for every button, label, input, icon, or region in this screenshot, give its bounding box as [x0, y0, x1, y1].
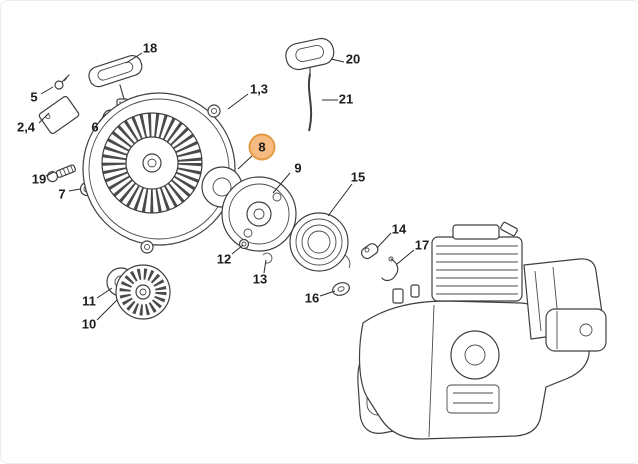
part-callout-11[interactable]: 11 — [82, 293, 96, 309]
part-callout-13[interactable]: 13 — [252, 271, 268, 287]
screw-5-drawing — [54, 74, 70, 90]
part-callout-9[interactable]: 9 — [294, 160, 302, 176]
part-callout-5[interactable]: 5 — [30, 89, 38, 105]
part-callout-7[interactable]: 7 — [58, 186, 66, 202]
part-callout-1-3[interactable]: 1,3 — [249, 81, 269, 97]
part-callout-12[interactable]: 12 — [216, 251, 232, 267]
leader-lines — [38, 52, 415, 321]
clip-17-drawing — [381, 256, 399, 282]
screw-19-drawing — [46, 164, 77, 183]
rope-rotor-drawing — [221, 176, 297, 252]
part-callout-17[interactable]: 17 — [414, 237, 430, 253]
pawl-14-drawing — [360, 243, 379, 260]
part-callout-20[interactable]: 20 — [345, 51, 361, 67]
part-callout-21[interactable]: 21 — [338, 91, 354, 107]
rewind-spring-drawing — [289, 212, 351, 272]
part-callout-2-4[interactable]: 2,4 — [16, 119, 36, 135]
part-callout-8-highlighted[interactable]: 8 — [248, 133, 276, 161]
starter-grip-drawing — [285, 37, 335, 75]
part-callout-19[interactable]: 19 — [31, 171, 47, 187]
part-callout-10[interactable]: 10 — [81, 316, 97, 332]
part-callout-15[interactable]: 15 — [350, 169, 366, 185]
part-callout-6[interactable]: 6 — [91, 119, 99, 135]
engine-assembly-drawing — [357, 221, 607, 440]
part-callout-14[interactable]: 14 — [391, 221, 407, 237]
washer-16-drawing — [332, 282, 350, 296]
fan-housing-drawing — [82, 92, 236, 254]
flywheel-drawing — [115, 264, 171, 320]
plate-2-4-drawing — [38, 95, 80, 135]
starter-rope-drawing — [308, 73, 313, 132]
part-callout-18[interactable]: 18 — [142, 40, 158, 56]
part-callout-16[interactable]: 16 — [304, 290, 320, 306]
